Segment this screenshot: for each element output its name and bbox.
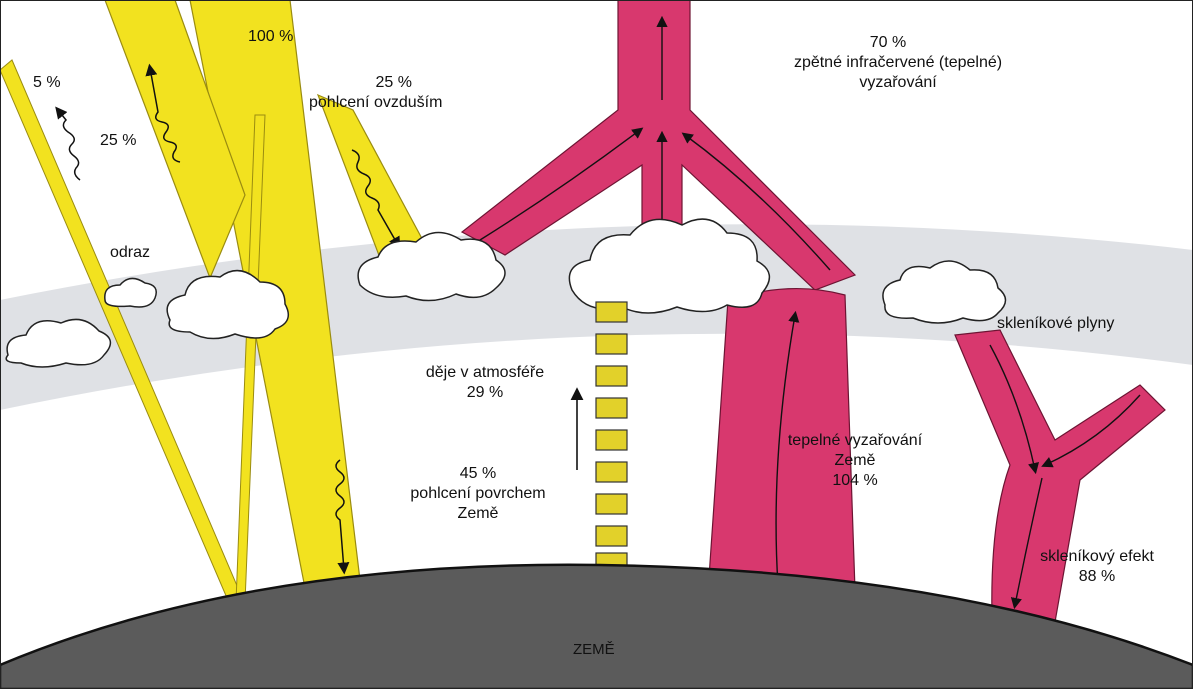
earth-label: ZEMĚ	[573, 640, 615, 660]
column-box	[596, 398, 627, 418]
air-absorbed-label: 25 % pohlcení ovzduším	[345, 73, 442, 113]
incoming-label: 100 %	[248, 27, 293, 47]
back-ir-line2: vyzařování	[748, 73, 1048, 93]
scatter-wave-arrow	[58, 110, 80, 180]
atm-processes-label: děje v atmosféře 29 %	[395, 363, 575, 403]
earth-radiation-line2: Země	[775, 451, 935, 471]
column-box	[596, 462, 627, 482]
earth-radiation-label: tepelné vyzařování Země 104 %	[775, 431, 935, 491]
back-ir-value: 70 %	[728, 33, 1048, 53]
surface-absorbed-line1: pohlcení povrchem	[388, 484, 568, 504]
greenhouse-effect-label: skleníkový efekt 88 %	[1022, 547, 1172, 587]
surface-absorbed-value: 45 %	[388, 464, 568, 484]
back-ir-line1: zpětné infračervené (tepelné)	[748, 53, 1048, 73]
earth-radiation-line3: 104 %	[775, 471, 935, 491]
atm-processes-line2: 29 %	[395, 383, 575, 403]
column-box	[596, 494, 627, 514]
column-box	[596, 334, 627, 354]
column-box	[596, 302, 627, 322]
surface-absorbed-label: 45 % pohlcení povrchem Země	[388, 464, 568, 524]
column-box	[596, 430, 627, 450]
reflection-label: odraz	[110, 243, 150, 263]
back-ir-label: 70 % zpětné infračervené (tepelné) vyzař…	[748, 33, 1048, 93]
greenhouse-gases-label: skleníkové plyny	[997, 314, 1114, 334]
air-absorbed-value: 25 %	[345, 73, 442, 93]
atmosphere-process-column	[596, 302, 627, 567]
scattered-label: 5 %	[33, 73, 61, 93]
air-absorption-beam	[318, 95, 427, 258]
air-absorbed-text: pohlcení ovzduším	[309, 93, 442, 113]
greenhouse-effect-line1: skleníkový efekt	[1022, 547, 1172, 567]
surface-absorbed-line2: Země	[388, 504, 568, 524]
earth-radiation-line1: tepelné vyzařování	[775, 431, 935, 451]
column-box	[596, 526, 627, 546]
atm-processes-line1: děje v atmosféře	[395, 363, 575, 383]
reflected-label: 25 %	[100, 131, 136, 151]
greenhouse-effect-line2: 88 %	[1022, 567, 1172, 587]
column-box	[596, 366, 627, 386]
